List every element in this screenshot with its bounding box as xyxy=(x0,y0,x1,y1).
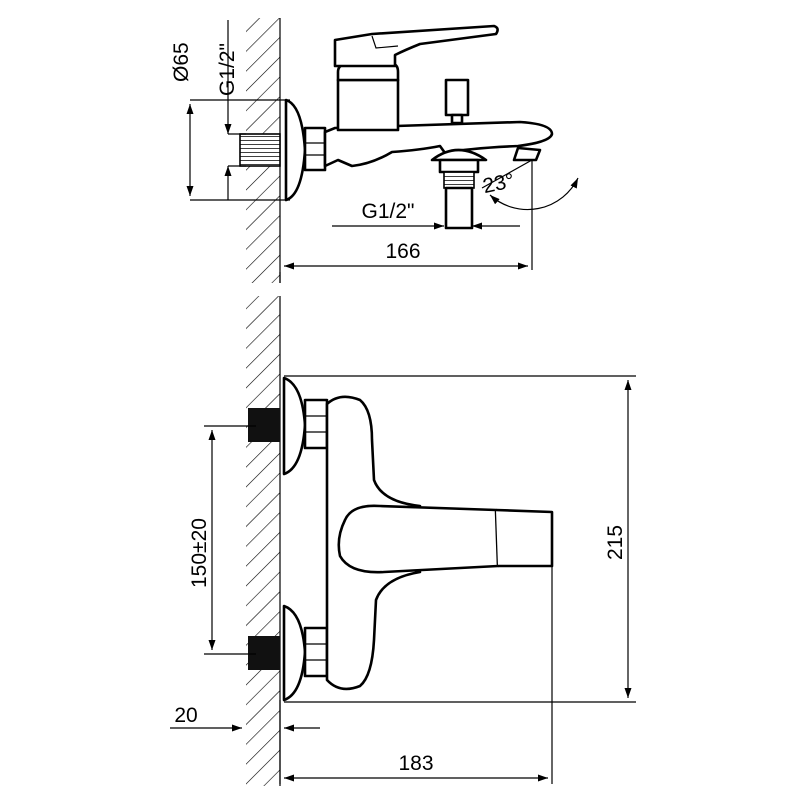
height-label: 215 xyxy=(604,525,627,560)
inlet-thread-label: G1/2" xyxy=(216,43,239,96)
escutcheon-side xyxy=(284,98,307,202)
diameter-label: Ø65 xyxy=(170,42,193,82)
angle-label: 23° xyxy=(481,169,517,198)
handle-lever-side xyxy=(333,24,499,68)
inlet-thread xyxy=(239,133,281,167)
outlet-thread-label: G1/2" xyxy=(362,200,415,223)
outlet-thread xyxy=(443,171,475,189)
upper-escutcheon xyxy=(282,376,307,476)
spout-side xyxy=(323,120,554,168)
side-view: Ø65 G1/2" G1/2" 23° 166 xyxy=(170,18,579,283)
outlet-dome xyxy=(430,148,488,162)
front-view: 215 150±20 20 183 xyxy=(170,296,636,786)
lower-hex-nut xyxy=(303,626,329,678)
projection-label: 166 xyxy=(385,240,420,263)
spout-outlet-front xyxy=(495,508,554,568)
upper-hex-nut xyxy=(303,398,329,450)
diverter-knob xyxy=(444,78,470,117)
wall-offset-label: 20 xyxy=(174,704,197,727)
angle-arc xyxy=(489,177,579,211)
spout-tip xyxy=(512,146,542,162)
width-label: 183 xyxy=(398,752,433,775)
lower-escutcheon xyxy=(282,604,307,702)
hex-nut-side xyxy=(303,126,327,172)
cartridge-side xyxy=(336,78,400,132)
wall-hatch-bottom xyxy=(246,296,280,786)
lower-inlet-thread xyxy=(248,636,280,670)
upper-inlet-thread xyxy=(248,408,280,442)
center-distance-label: 150±20 xyxy=(188,518,211,588)
spout-front xyxy=(337,504,500,574)
